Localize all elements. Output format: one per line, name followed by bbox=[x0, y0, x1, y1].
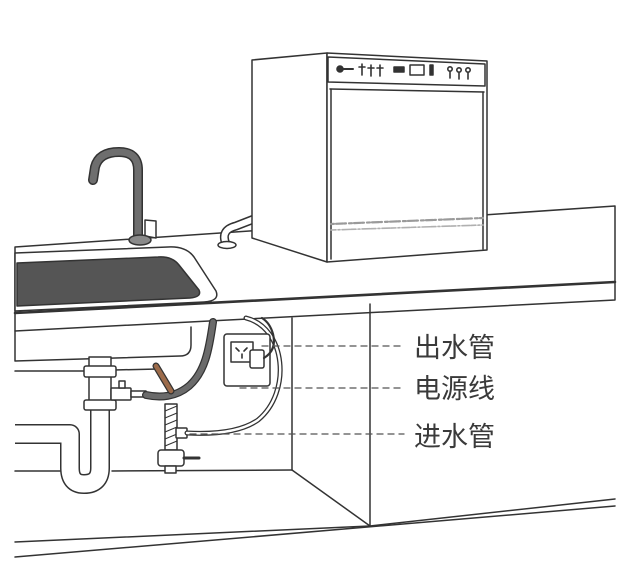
control-panel-display bbox=[393, 64, 434, 76]
faucet bbox=[88, 147, 157, 246]
dishwasher-kick-plate-bottom bbox=[330, 224, 484, 231]
sink-basin bbox=[16, 256, 201, 307]
dishwasher-front-panel bbox=[326, 52, 488, 263]
drain-hose-body bbox=[143, 319, 216, 400]
drain-nut-upper bbox=[83, 365, 117, 378]
cabinet-floor-diagonal bbox=[291, 469, 371, 527]
display-segment-2 bbox=[429, 64, 434, 76]
dishwasher-door-top bbox=[329, 88, 485, 93]
dishwasher-side-panel bbox=[251, 52, 328, 263]
drain-branch-knob bbox=[118, 380, 126, 389]
line-art: 出水管 电源线 进水管 bbox=[13, 52, 617, 558]
label-inlet-pipe: 进水管 bbox=[414, 422, 495, 453]
dishwasher-hose-connector bbox=[217, 214, 259, 250]
cabinet-floor-back bbox=[111, 469, 293, 472]
drain-trap-body bbox=[15, 410, 109, 493]
braided-hose-hatching bbox=[164, 405, 178, 447]
callout-power-cord: 电源线 bbox=[239, 374, 495, 405]
power-cord bbox=[260, 316, 276, 360]
wall-socket bbox=[223, 316, 276, 387]
callout-inlet-pipe: 进水管 bbox=[189, 422, 495, 453]
dishwasher-control-panel bbox=[327, 56, 486, 87]
cabinet-back-wall-line-mid bbox=[113, 368, 159, 371]
dishwasher bbox=[251, 52, 488, 263]
program-button-icon-1 bbox=[358, 63, 366, 76]
faucet-spout-outline bbox=[88, 147, 143, 243]
countertop-front-edge bbox=[13, 280, 617, 315]
sink-bowl-underside bbox=[14, 326, 192, 362]
drain-tailpiece bbox=[88, 356, 112, 404]
brass-fitting bbox=[153, 363, 174, 394]
label-outlet-pipe: 出水管 bbox=[414, 333, 495, 364]
drain-branch-fitting bbox=[110, 387, 132, 401]
program-button-icon-2 bbox=[367, 64, 375, 77]
display-segment-1 bbox=[393, 66, 405, 73]
angle-valve-body bbox=[157, 449, 185, 467]
drain-trap-outline bbox=[15, 410, 110, 494]
water-supply bbox=[152, 362, 201, 474]
drain-hose bbox=[142, 318, 217, 401]
display-window bbox=[409, 64, 425, 76]
angle-valve-wall-pipe bbox=[164, 465, 177, 474]
label-power-cord: 电源线 bbox=[414, 374, 495, 405]
power-plug bbox=[249, 349, 265, 369]
faucet-lever bbox=[144, 219, 157, 239]
callout-outlet-pipe: 出水管 bbox=[261, 333, 495, 364]
faucet-spout bbox=[89, 148, 142, 242]
sink bbox=[14, 246, 218, 362]
cabinet bbox=[14, 303, 616, 558]
cabinet-plinth-top bbox=[14, 498, 616, 543]
drain-nut-lower bbox=[83, 399, 117, 411]
control-panel-buttons-right bbox=[446, 66, 471, 80]
socket-holes bbox=[235, 347, 248, 359]
program-button-icon-3 bbox=[376, 64, 384, 77]
cabinet-plinth-bottom bbox=[14, 505, 616, 558]
dishwasher-kick-plate-top bbox=[329, 216, 485, 226]
control-panel-buttons-left bbox=[336, 63, 384, 77]
sink-drain-trap bbox=[15, 356, 147, 494]
faucet-base bbox=[128, 234, 152, 246]
connector-base bbox=[217, 240, 237, 250]
